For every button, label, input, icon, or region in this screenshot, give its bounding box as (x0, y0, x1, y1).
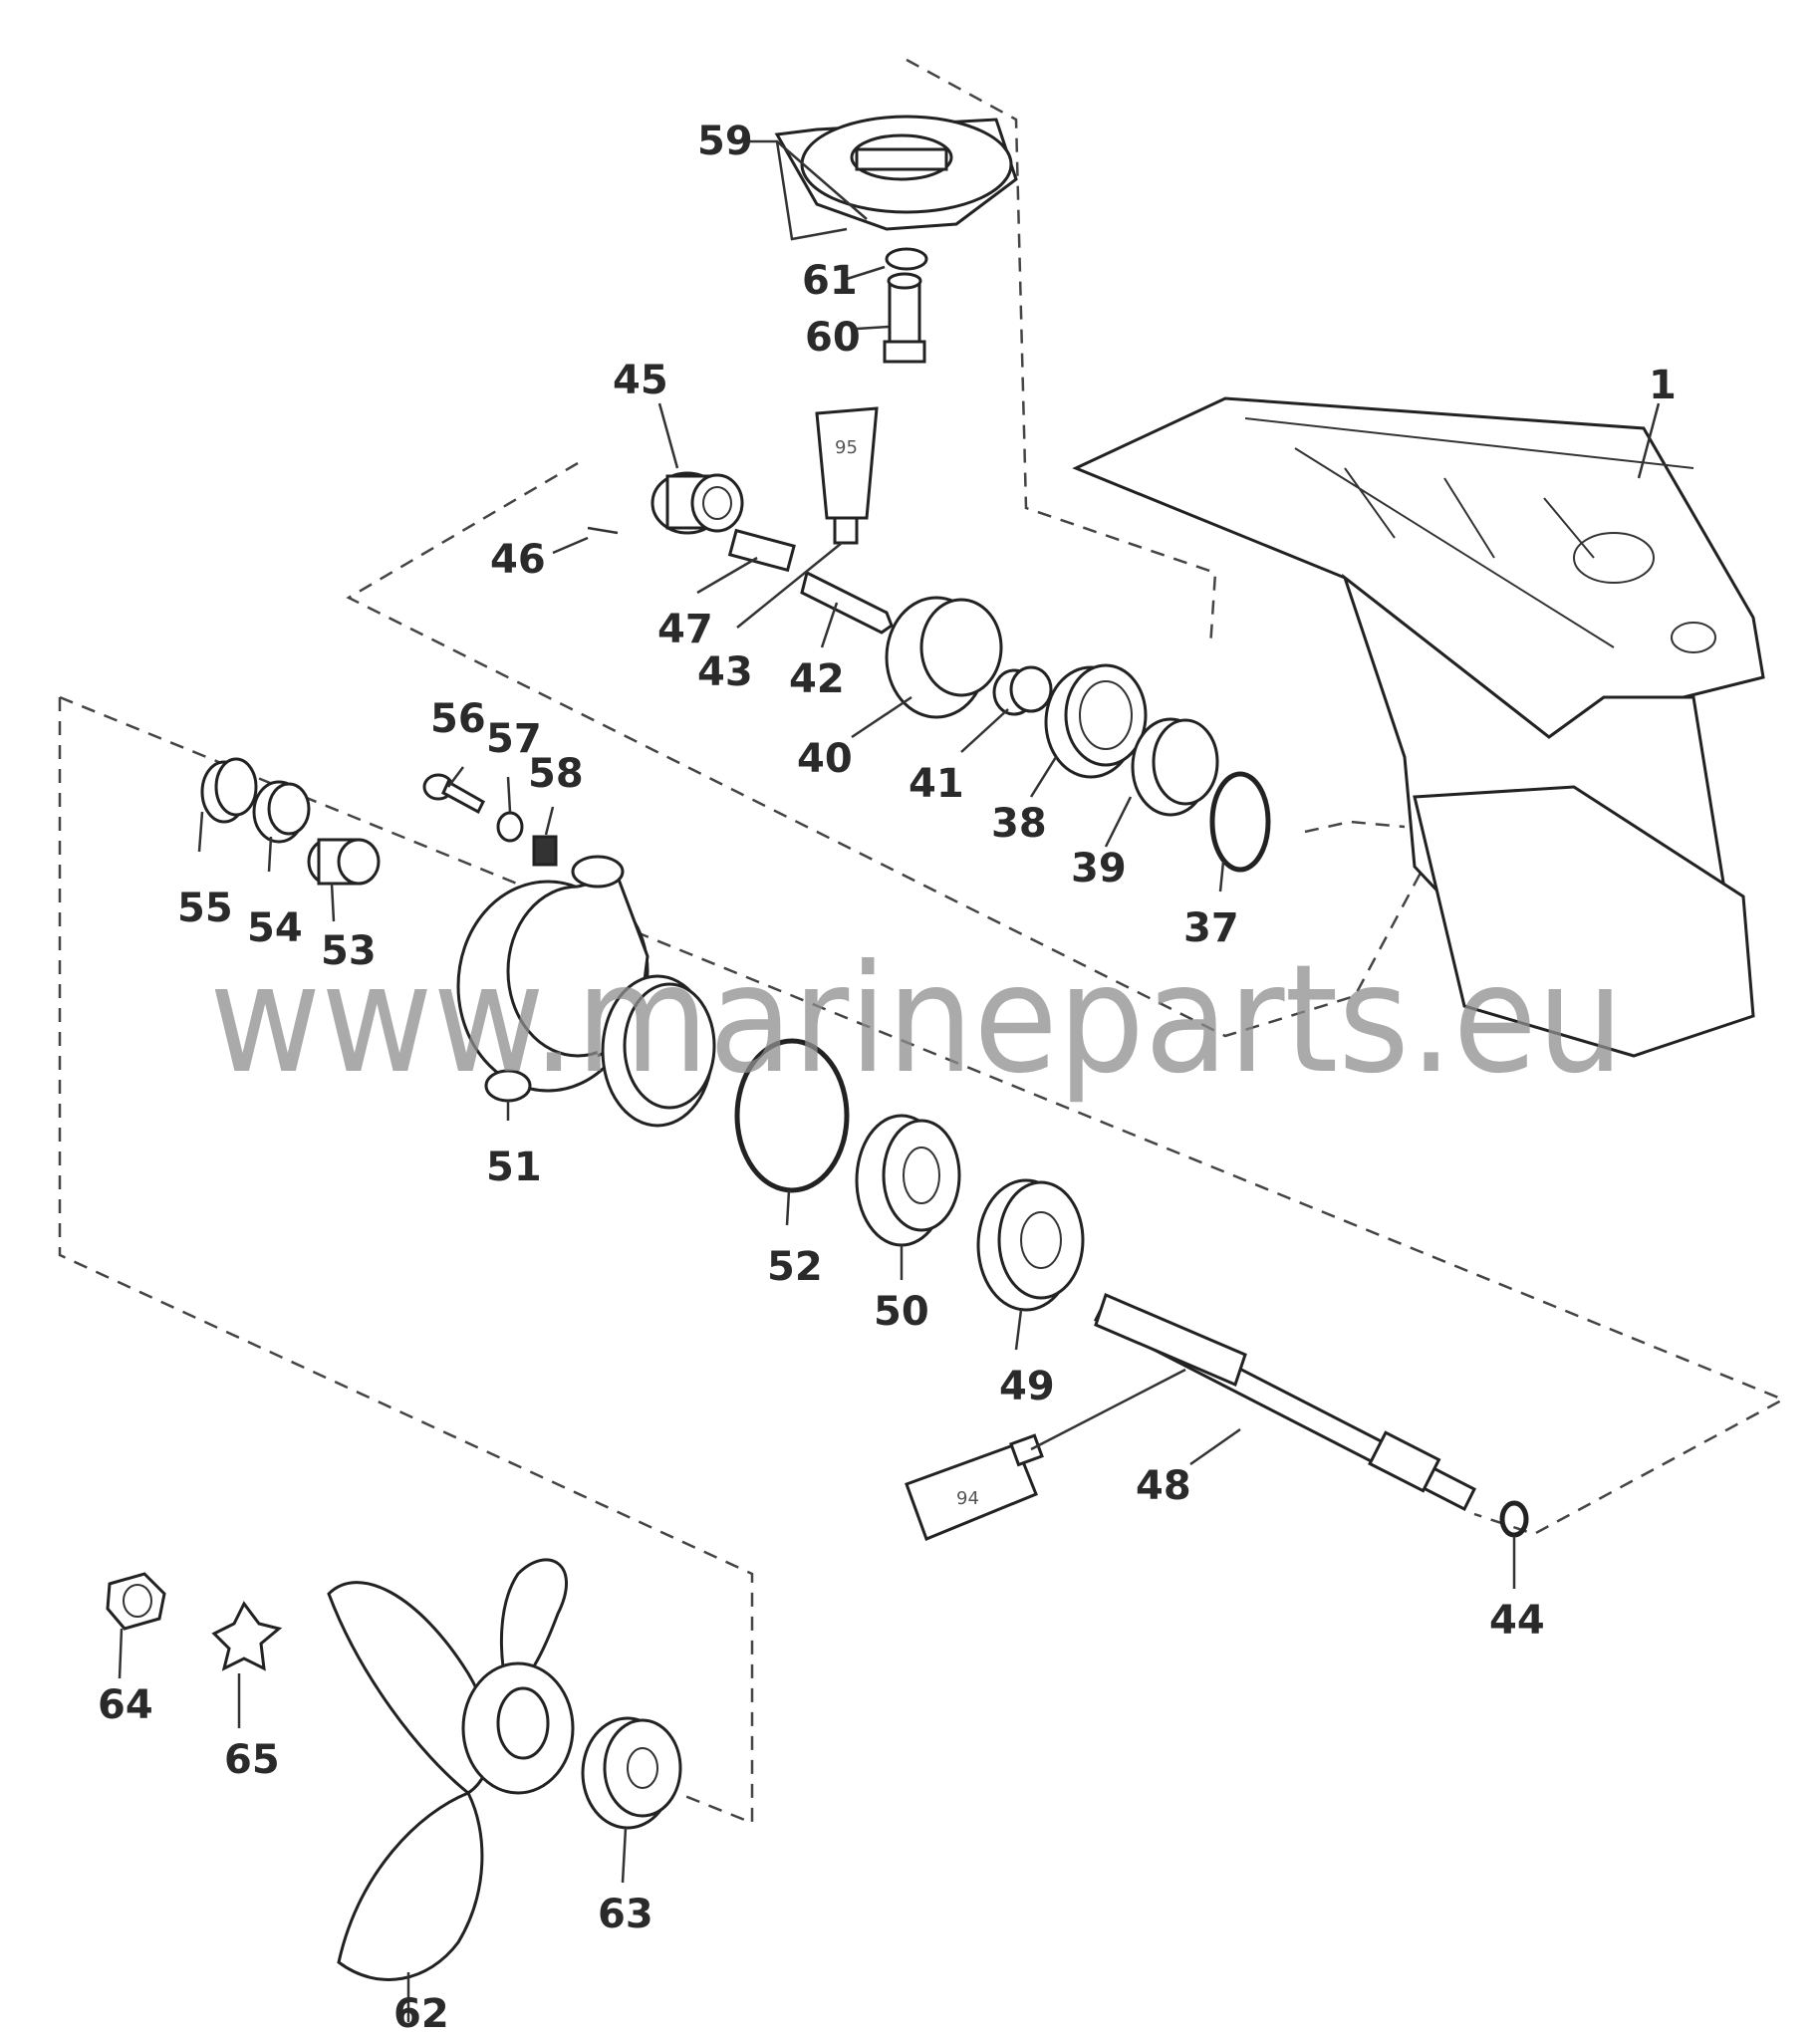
pin-part (587, 526, 619, 535)
label-part-38: 38 (991, 801, 1047, 847)
label-part-37: 37 (1183, 905, 1239, 951)
reverse-gear-49 (976, 1178, 1085, 1312)
spring-part (727, 528, 796, 573)
bolt-part (883, 272, 926, 364)
o-ring-37 (1209, 771, 1271, 873)
label-part-58: 58 (528, 751, 584, 797)
o-ring-44 (1499, 1500, 1529, 1538)
washer-57 (496, 811, 524, 843)
grease-tube-lower-label: 94 (956, 1488, 979, 1509)
thrust-washer (581, 1716, 682, 1830)
label-part-52: 52 (767, 1244, 823, 1290)
seal-55 (200, 757, 258, 824)
label-part-45: 45 (613, 358, 668, 403)
label-part-41: 41 (909, 761, 964, 807)
label-part-1: 1 (1649, 363, 1677, 408)
shim-ring (1131, 717, 1219, 817)
tab-washer (211, 1601, 283, 1671)
part-number-labels: 59 61 60 1 45 46 47 43 42 40 41 38 39 37… (98, 119, 1677, 2037)
label-part-61: 61 (802, 258, 858, 304)
grease-tube-upper-label: 95 (835, 437, 858, 458)
label-part-51: 51 (486, 1145, 542, 1190)
push-rod-part (800, 570, 894, 635)
forward-gear-ring (1044, 663, 1148, 779)
label-part-43: 43 (697, 649, 753, 695)
label-part-39: 39 (1071, 846, 1127, 892)
trim-tab-anode (774, 115, 1018, 231)
label-part-57: 57 (486, 716, 542, 762)
seal-54 (252, 780, 311, 844)
label-part-40: 40 (797, 736, 853, 782)
label-part-44: 44 (1489, 1598, 1545, 1644)
label-part-62-visible: 62 (393, 1991, 449, 2037)
propeller-shaft (1093, 1292, 1477, 1512)
washer-part (885, 247, 928, 271)
assembly-guide-lines (58, 58, 1786, 1825)
label-part-60: 60 (805, 315, 861, 361)
bearing-50 (855, 1114, 961, 1247)
bushing-part (650, 471, 744, 535)
label-part-47: 47 (657, 607, 713, 652)
label-part-65: 65 (224, 1737, 280, 1783)
label-part-48: 48 (1136, 1463, 1191, 1509)
propeller (327, 1558, 575, 1981)
label-part-42: 42 (789, 656, 845, 702)
label-part-63: 63 (598, 1892, 653, 1937)
label-part-55: 55 (177, 886, 233, 931)
label-part-53: 53 (321, 928, 377, 974)
watermark: www.marineparts.eu (209, 933, 1624, 1107)
grease-tube-lower: 94 (905, 1433, 1044, 1541)
leader-lines (118, 139, 1661, 2022)
roller-bearing-part (992, 665, 1053, 716)
label-part-56: 56 (430, 696, 486, 742)
label-part-46: 46 (490, 537, 546, 583)
carrier-ring (601, 974, 716, 1128)
spring-58 (532, 835, 558, 867)
gearcase-housing (1072, 396, 1765, 1058)
label-part-54: 54 (247, 905, 303, 951)
grease-tube-upper: 95 (815, 406, 879, 545)
bearing-cup-part (885, 596, 1003, 719)
o-ring-52 (734, 1038, 850, 1193)
label-part-59: 59 (697, 119, 753, 164)
label-part-49: 49 (999, 1364, 1055, 1409)
screw-56 (422, 773, 485, 815)
bearing-53 (307, 838, 381, 886)
label-part-50: 50 (874, 1289, 929, 1335)
prop-nut (106, 1572, 166, 1631)
label-part-64: 64 (98, 1682, 153, 1728)
